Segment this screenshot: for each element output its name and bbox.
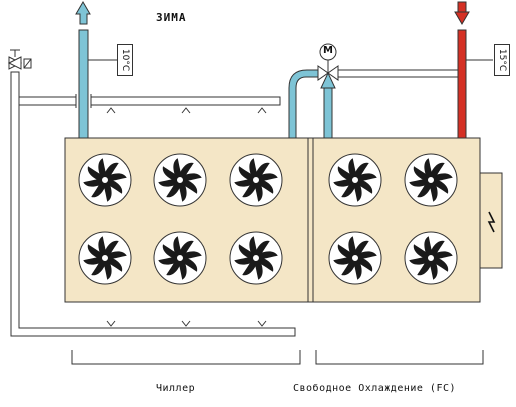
fan-icon [229,231,283,285]
fc-bend-pipe [288,69,319,139]
fan-icon [229,153,283,207]
three-way-valve-motor [317,43,339,89]
fan-icon [153,231,207,285]
fan-icon [78,153,132,207]
supply-pipe-top [18,96,77,106]
temp-right-value: 15°C [497,48,507,72]
fc-inlet-pipe [323,87,333,139]
fan-icon [404,231,458,285]
hot-inlet-arrow [454,11,470,25]
hot-inlet-arrow-shaft [457,1,467,13]
return-pipe-loop [10,71,296,337]
fans-group [78,153,458,285]
spray-nozzles-top [106,107,267,114]
three-way-valve-left [7,49,32,70]
free-cooling-label: Свободное Охлаждение (FC) [293,383,457,394]
motor-label: M [323,45,333,56]
cold-water-pipe [78,29,89,139]
temp-sensor-right: 15°C [494,44,510,76]
fan-icon [404,153,458,207]
fan-icon [328,231,382,285]
fan-icon [328,153,382,207]
cold-outlet-arrow [75,1,91,25]
bypass-pipe [337,69,459,78]
electrical-box [479,172,503,269]
season-title: ЗИМА [156,11,187,24]
spray-nozzles-bottom [106,320,267,327]
fan-icon [153,153,207,207]
temp-left-value: 10°C [120,48,130,72]
hot-water-pipe [457,29,467,139]
supply-pipe-top-right [90,96,281,106]
chiller-label: Чиллер [156,383,196,394]
fan-icon [78,231,132,285]
lightning-icon [487,211,496,233]
temp-sensor-left: 10°C [117,44,133,76]
